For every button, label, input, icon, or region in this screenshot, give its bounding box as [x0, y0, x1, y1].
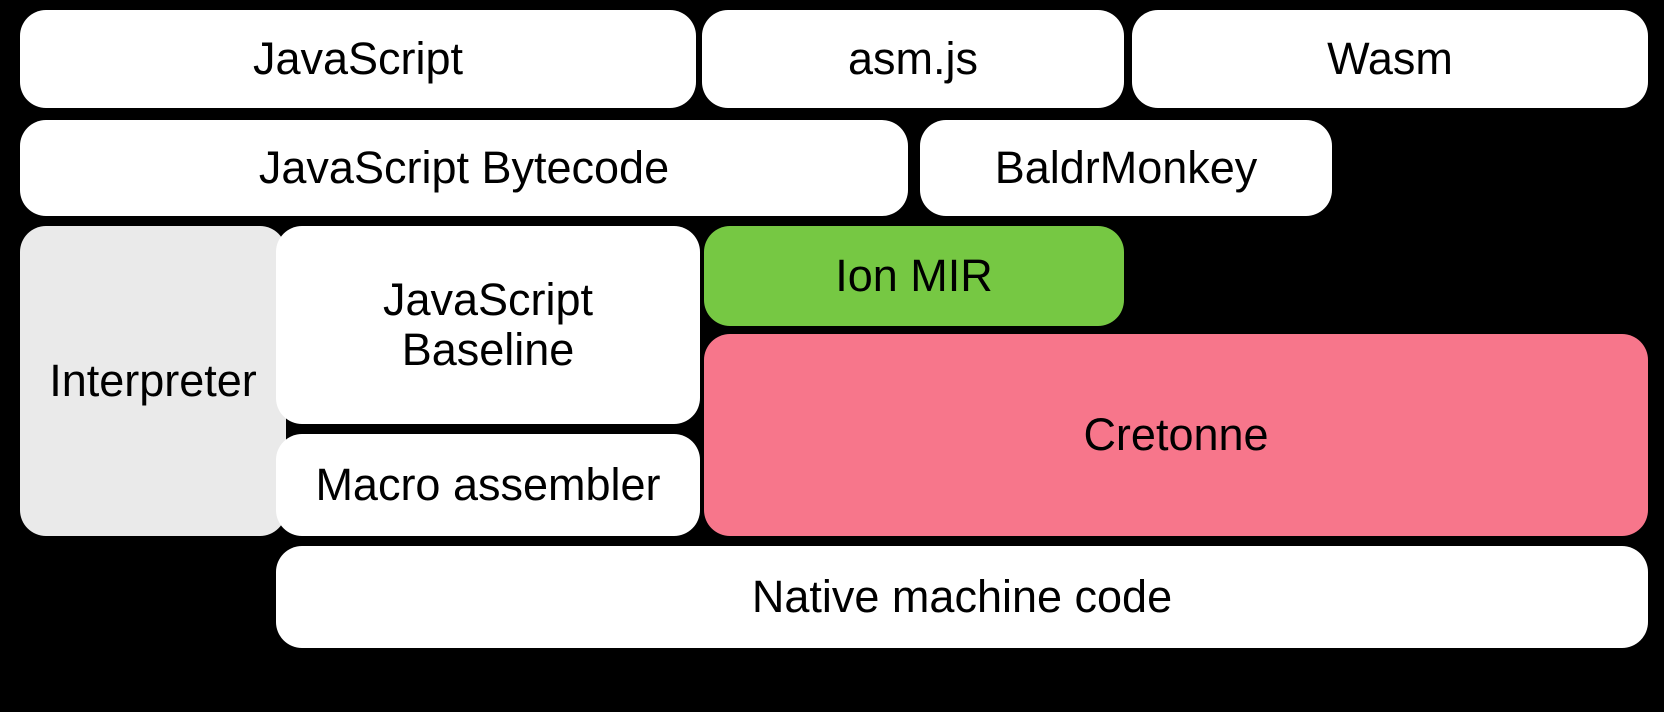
node-javascript-bytecode[interactable]: JavaScript Bytecode — [20, 120, 908, 216]
node-cretonne[interactable]: Cretonne — [704, 334, 1648, 536]
node-javascript-baseline[interactable]: JavaScript Baseline — [276, 226, 700, 424]
node-asm-js[interactable]: asm.js — [702, 10, 1124, 108]
node-javascript[interactable]: JavaScript — [20, 10, 696, 108]
node-macro-assembler[interactable]: Macro assembler — [276, 434, 700, 536]
node-native-machine-code[interactable]: Native machine code — [276, 546, 1648, 648]
node-baldrmonkey[interactable]: BaldrMonkey — [920, 120, 1332, 216]
node-ion-mir[interactable]: Ion MIR — [704, 226, 1124, 326]
node-wasm[interactable]: Wasm — [1132, 10, 1648, 108]
node-interpreter[interactable]: Interpreter — [20, 226, 286, 536]
